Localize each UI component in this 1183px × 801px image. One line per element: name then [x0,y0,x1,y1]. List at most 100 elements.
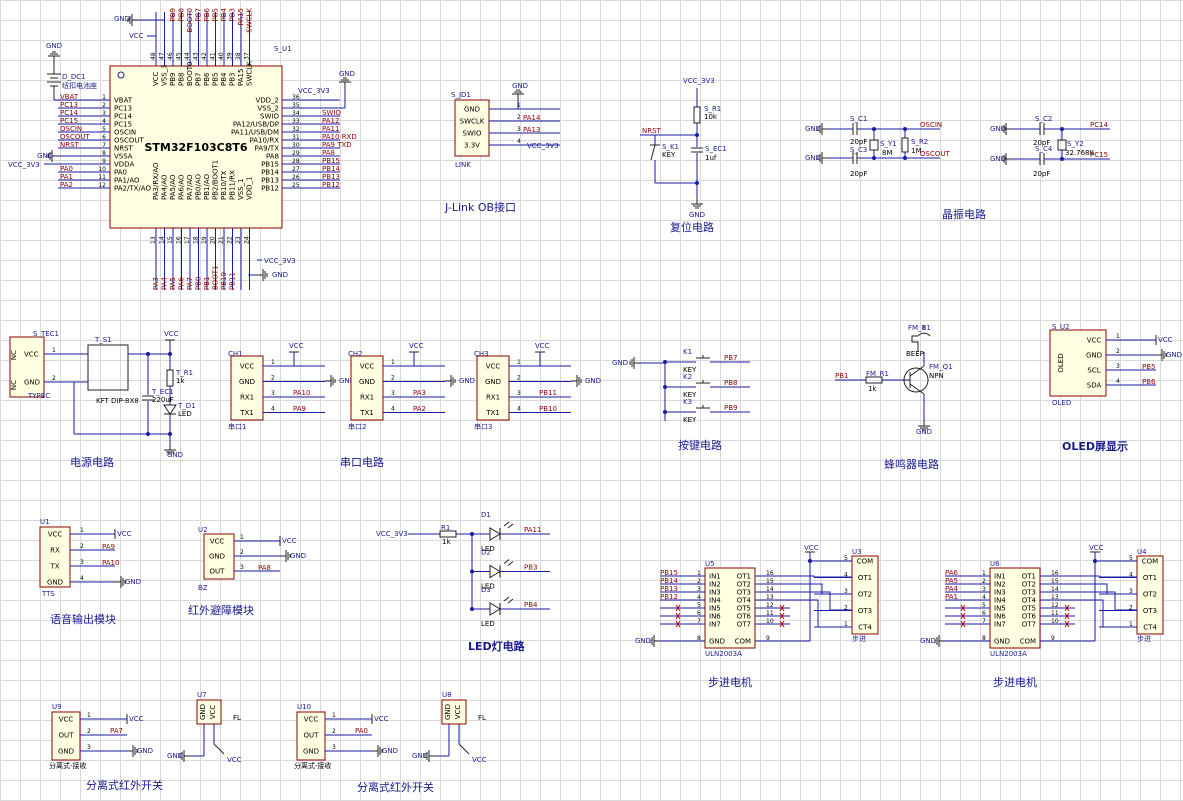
pin-number: 1 [844,621,848,628]
pin-name: VDDA [114,161,134,169]
pin-number: 7 [697,618,701,625]
ir-switch-caption: 分离式红外开关 [86,778,163,792]
led-ref: D2 [481,549,491,557]
pin-name: OT2 [858,591,872,599]
net-label: PA8 [322,149,335,157]
voice-ref: U1 [40,518,50,526]
pin-name: PB7 [195,73,203,86]
key-value: KEY [662,151,676,159]
pin-name: VCC [48,531,63,539]
pin-number: 3 [391,390,395,397]
pin-name: PA7/AO [186,174,194,200]
pin-number: 6 [982,610,986,617]
pin-number: 3 [80,559,84,566]
pin-name: VDD_1 [246,176,254,200]
gnd-label: GND [167,752,183,760]
pin-name: VCC [152,71,160,86]
motor-ref: U4 [1137,548,1147,556]
reset-resistor [693,106,701,124]
no-connect [1064,620,1070,628]
led-ray [507,523,514,529]
pin-name: GND [444,704,452,720]
pin-number: 12 [1051,602,1059,609]
pin-number: 7 [982,618,986,625]
transistor-ref: FM_Q1 [929,363,953,371]
pin-name: TX1 [239,409,254,417]
pin-number: 44 [184,52,191,60]
capacitor-ref: T_EC1 [151,388,174,396]
pin-number: 13 [1051,594,1059,601]
net-label: PB5 [212,8,220,21]
pin-name: IN6 [994,613,1006,621]
pin-name: OT7 [737,621,751,629]
key-ref: K1 [683,348,692,356]
pin-number: 15 [1051,578,1059,585]
net-label: PB14 [322,165,340,173]
ir-receiver-ref: U10 [297,703,311,711]
pin-number: 12 [98,182,106,189]
pin-number: 41 [210,52,217,60]
net-label: PA8 [258,564,271,572]
net-label: PA3 [152,277,160,290]
key-value: KEY [683,416,697,424]
junction [470,532,474,536]
reset-caption: 复位电路 [670,220,714,234]
ir-receiver-ref: U9 [52,703,62,711]
motor-body [1136,555,1164,635]
led-ray [507,598,514,604]
pin-number: 46 [167,52,174,60]
serial-ref: CH3 [474,350,489,358]
pin-name: GND [58,748,74,756]
pin-name: IN5 [709,605,721,613]
pin-number: 5 [697,602,701,609]
pin-number: 3 [1116,363,1120,370]
pin-number: 36 [292,94,300,101]
pin-name: IN2 [994,581,1006,589]
buzzer-value: BEEP [906,350,924,358]
pin-name: VCC [59,716,74,724]
pin-name: PA5/AO [169,174,177,200]
pin-number: 2 [240,549,244,556]
gnd-label: GND [990,125,1006,133]
net-label: PA9 TXD [322,141,352,149]
pin-name: GND [1086,352,1102,360]
stepper-caption: 步进电机 [708,675,752,689]
capacitor-ref: S_C1 [850,115,867,123]
pin-number: 3 [517,126,521,133]
uln-ref: U6 [990,560,1000,568]
pin-name: IN4 [709,597,721,605]
pin-number: 1 [332,712,336,719]
capacitor-value: 20pF [850,138,867,146]
power-switch [87,344,129,391]
ir-switch-caption: 分离式红外开关 [357,780,434,794]
pin-number: 2 [1129,605,1133,612]
net-label: PB10 [220,272,228,290]
led-value: LED [481,545,495,553]
net-label: OSCOUT [920,150,950,158]
gnd-label: GND [689,211,705,219]
pin-number: 1 [517,102,521,109]
pin-name: SCL [1087,367,1100,375]
capacitor-ref: S_EC1 [705,145,727,153]
resistor-ref: S_R2 [911,138,928,146]
pin-name: PB8 [178,73,186,86]
pin-number: 20 [210,236,217,244]
pin-name: PA12/USB/DP [233,121,279,129]
ir-transmitter-part: FL [478,714,486,722]
pin-name: PC13 [114,105,132,113]
pin-name: OT2 [737,581,751,589]
serial-ref: CH2 [348,350,363,358]
battery-ref: D_DC1 [62,73,86,81]
junction [872,156,876,160]
pin-number: 2 [517,375,521,382]
net-label: PC15 [1090,151,1108,159]
pin-number: 4 [1116,378,1120,385]
gnd-label: GND [272,271,288,279]
vcc-label: VCC [164,330,179,338]
pin-number: 5 [102,126,106,133]
pin-name: PB13 [261,177,279,185]
capacitor-value: 20pF [850,170,867,178]
net-label: BOOT1 [212,266,220,290]
pin-name: PB14 [261,169,279,177]
capacitor-ref: S_C2 [1035,115,1052,123]
